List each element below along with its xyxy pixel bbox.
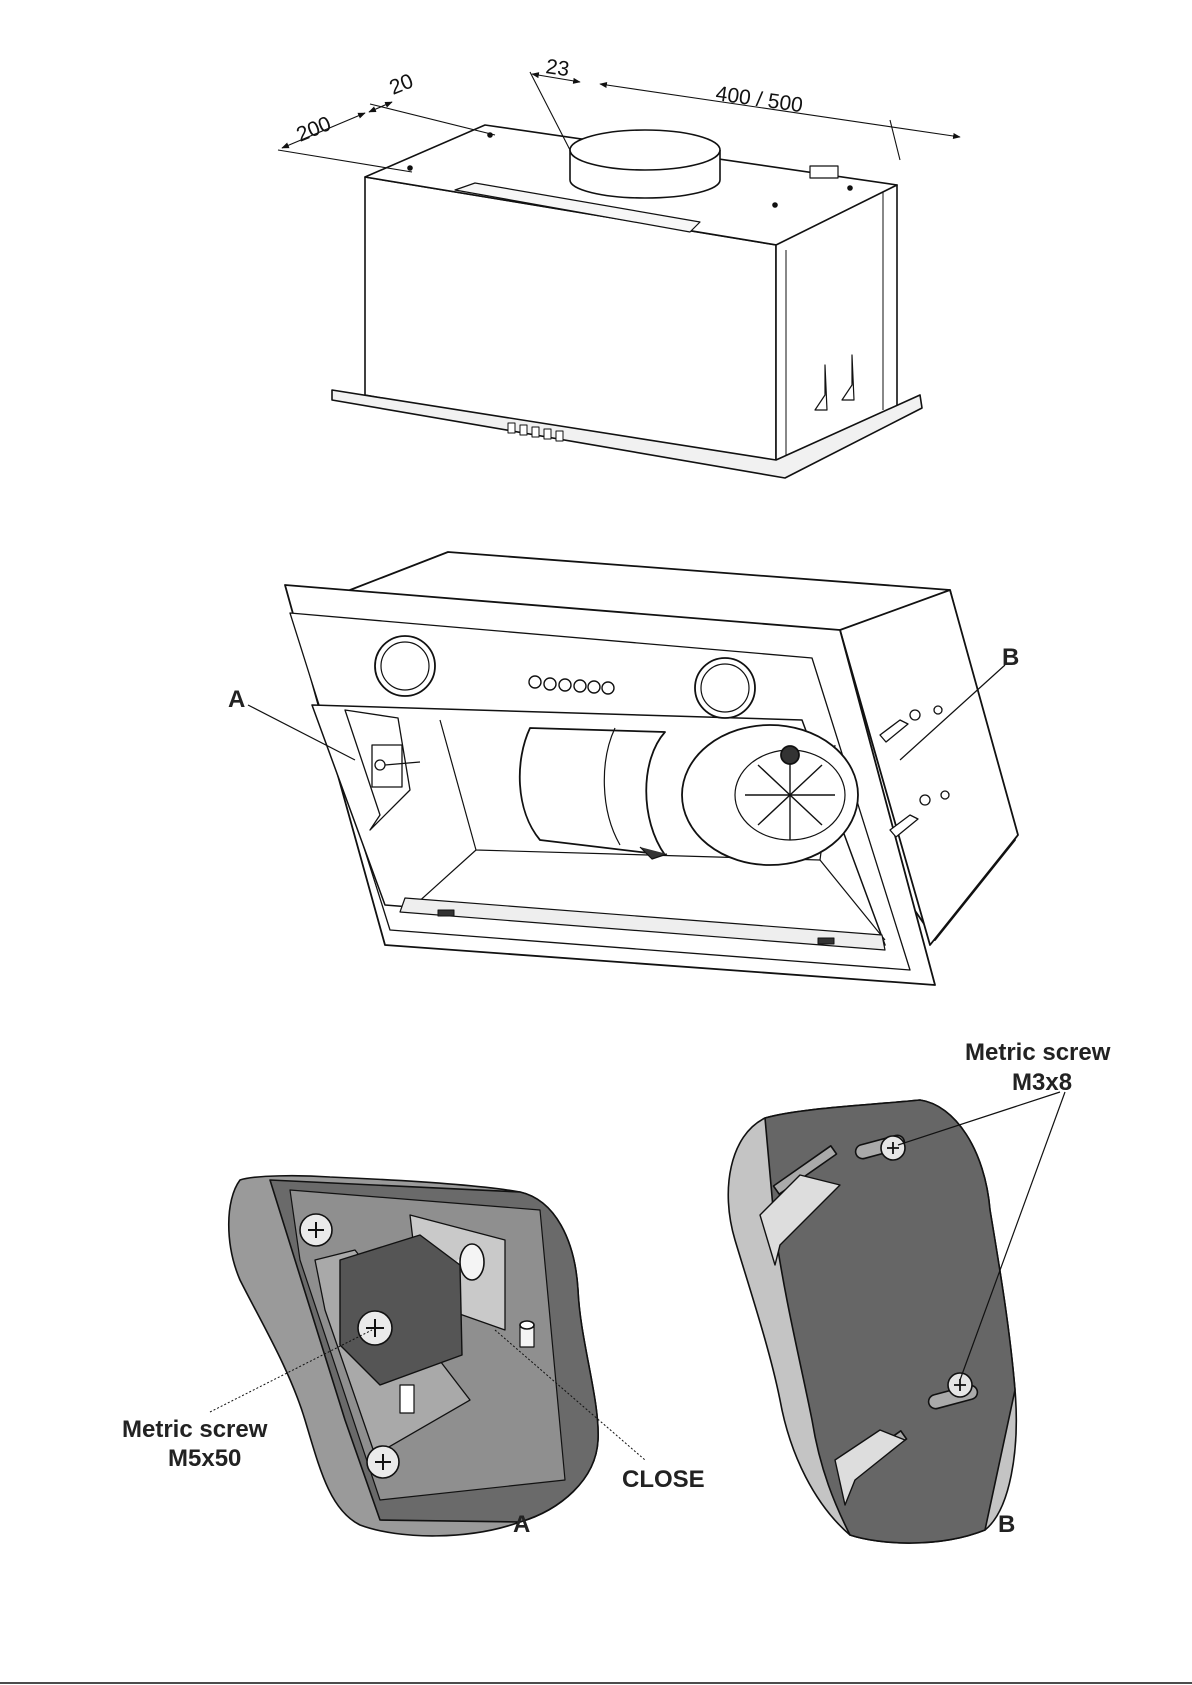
callout-label-b: B	[1002, 644, 1019, 671]
screw-m5-middle	[358, 1311, 392, 1345]
dimension-23: 23	[544, 55, 570, 81]
hood-front-view	[285, 552, 1018, 985]
label-m3x8: M3x8	[1012, 1069, 1072, 1096]
label-m5x50: M5x50	[168, 1445, 241, 1472]
label-metric-screw-m5: Metric screw	[122, 1416, 268, 1443]
dimension-400-500: 400 / 500	[714, 82, 804, 117]
dimension-20: 20	[386, 70, 416, 100]
duct-collar-top	[570, 130, 720, 170]
callout-label-a: A	[228, 686, 245, 713]
label-metric-screw-m3: Metric screw	[965, 1039, 1111, 1066]
dimension-200: 200	[293, 112, 334, 146]
screw-m5-top	[300, 1214, 332, 1246]
screw-m5-bottom	[367, 1446, 399, 1478]
detail-a-letter: A	[513, 1511, 530, 1538]
hood-insert-top-view	[332, 125, 922, 478]
screw-m3-lower	[948, 1373, 972, 1397]
detail-b-letter: B	[998, 1511, 1015, 1538]
detail-a	[229, 1176, 598, 1536]
label-close: CLOSE	[622, 1466, 705, 1493]
screw-m3-upper	[881, 1136, 905, 1160]
detail-b	[728, 1100, 1016, 1543]
dimension-labels: 200 20 23 400 / 500	[293, 55, 804, 146]
blower-motor	[520, 728, 665, 855]
